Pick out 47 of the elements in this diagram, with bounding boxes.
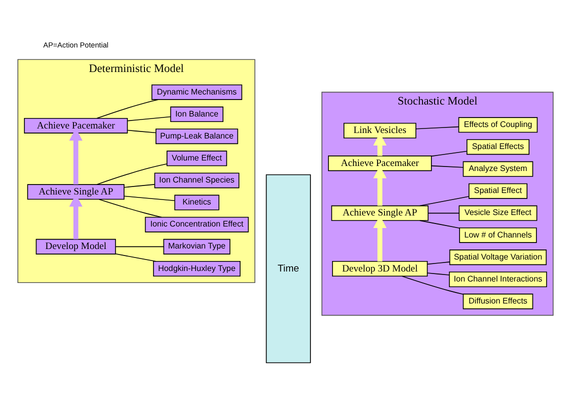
- node-box: Ionic Concentration Effect: [144, 216, 249, 232]
- node-box: Diffusion Effects: [462, 293, 534, 309]
- node-box: Vesicle Size Effect: [458, 204, 538, 220]
- node-box: Develop 3D Model: [332, 260, 428, 276]
- node-box: Achieve Single AP: [331, 204, 429, 220]
- node-box: Ion Balance: [170, 106, 224, 122]
- connector: [115, 246, 164, 247]
- connector: [428, 212, 460, 214]
- connector: [427, 261, 450, 264]
- node-box: Time: [266, 174, 311, 363]
- node-box: Analyze System: [462, 160, 534, 176]
- node-box: Spatial Effect: [468, 182, 528, 198]
- arrow: [373, 214, 387, 261]
- connector: [127, 129, 156, 133]
- connector: [431, 164, 464, 168]
- node-box: Link Vesicles: [344, 122, 416, 138]
- node-box: Achieve Pacemaker: [24, 117, 128, 133]
- label: AP=Action Potential: [43, 40, 108, 49]
- connector: [127, 116, 171, 121]
- node-box: Ion Channel Interactions: [448, 271, 548, 287]
- node-box: Pump-Leak Balance: [156, 128, 238, 144]
- node-box: Kinetics: [174, 194, 220, 210]
- node-box: Develop Model: [36, 238, 116, 254]
- node-box: Spatial Voltage Variation: [449, 249, 547, 265]
- node-box: Volume Effect: [166, 150, 228, 166]
- connector: [427, 272, 450, 275]
- connector: [115, 253, 156, 262]
- node-box: Hodgkin-Huxley Type: [153, 260, 241, 276]
- connector: [96, 163, 168, 184]
- connector: [124, 195, 175, 201]
- node-box: Effects of Coupling: [458, 116, 538, 132]
- connector: [419, 196, 470, 206]
- node-box: Low # of Channels: [459, 226, 537, 242]
- node-box: Achieve Pacemaker: [328, 155, 432, 171]
- connector: [419, 220, 460, 228]
- connector: [98, 198, 162, 218]
- connector: [416, 126, 459, 129]
- node-box: Markovian Type: [163, 238, 230, 254]
- node-box: Spatial Effects: [466, 138, 530, 154]
- connector: [124, 184, 155, 188]
- arrow: [69, 194, 82, 239]
- node-box: Dynamic Mechanisms: [151, 84, 242, 100]
- connector: [431, 150, 468, 156]
- node-box: Achieve Single AP: [27, 184, 124, 200]
- node-box: Ion Channel Species: [154, 172, 240, 188]
- connector: [402, 275, 464, 294]
- connector: [96, 98, 159, 118]
